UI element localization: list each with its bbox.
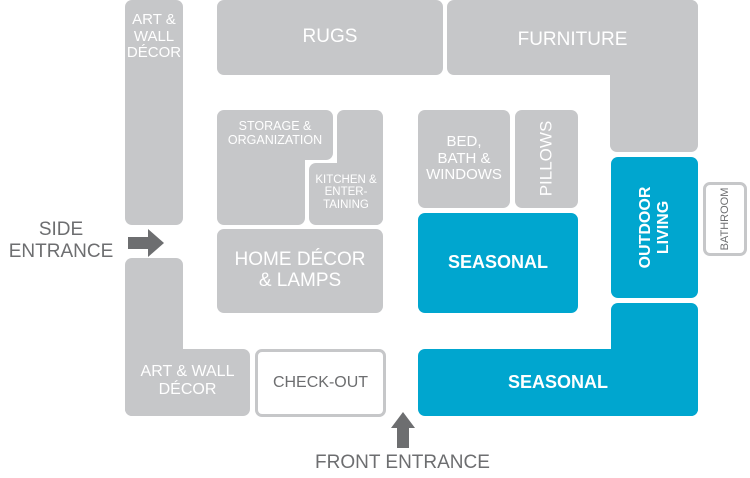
section-outdoor-living[interactable] (611, 157, 698, 298)
section-label: CHECK-OUT (272, 374, 369, 392)
section-label: BATHROOM (718, 187, 731, 251)
side-entrance-label: SIDE ENTRANCE (8, 219, 114, 262)
section-art-wall-bottom-wide[interactable] (125, 349, 250, 416)
section-kitchen-lower[interactable] (309, 163, 383, 225)
section-label: SEASONAL (507, 371, 608, 392)
section-storage-lower[interactable] (217, 140, 305, 225)
section-furniture-wing[interactable] (610, 0, 698, 152)
front-entrance-label: FRONT ENTRANCE (315, 451, 490, 473)
bathroom[interactable] (703, 182, 747, 256)
section-pillows[interactable] (515, 110, 578, 208)
section-label: HOME DÉCOR & LAMPS (234, 249, 366, 291)
section-label: KITCHEN & ENTER- TAINING (315, 173, 377, 211)
front-entrance-arrow-icon (391, 412, 415, 448)
side-entrance-arrow-icon (128, 229, 164, 257)
checkout[interactable] (255, 349, 386, 417)
section-rugs[interactable] (217, 0, 443, 75)
section-bed-bath[interactable] (418, 110, 510, 208)
section-label: ART & WALL DÉCOR (140, 363, 235, 398)
section-label: ART & WALL DÉCOR (126, 11, 182, 62)
section-label: SEASONAL (447, 252, 548, 273)
section-label: PILLOWS (536, 120, 556, 197)
section-label: FURNITURE (517, 28, 628, 50)
section-home-decor[interactable] (217, 229, 383, 313)
section-label: OUTDOOR LIVING (636, 186, 672, 269)
section-seasonal-center[interactable] (418, 213, 578, 313)
section-seasonal-bottom-wing[interactable] (611, 303, 698, 416)
section-label: STORAGE & ORGANIZATION (227, 119, 323, 147)
section-label: BED, BATH & WINDOWS (426, 133, 502, 184)
section-art-wall-top[interactable] (125, 0, 183, 225)
section-label: RUGS (302, 26, 358, 48)
